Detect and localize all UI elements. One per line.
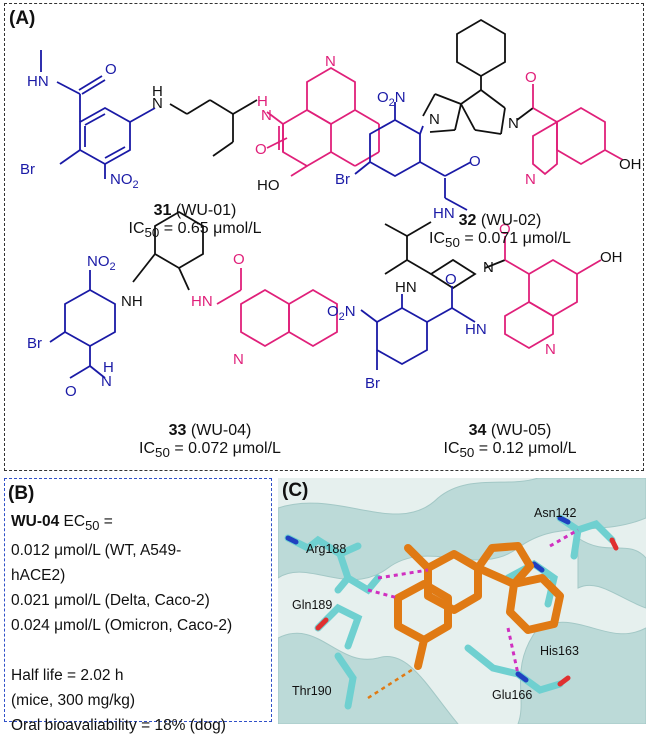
residue-gln189: Gln189: [292, 598, 333, 612]
c32-o2n: O2N: [377, 89, 406, 109]
panel-c-label: (C): [282, 480, 309, 501]
c34-ring-n: N: [545, 341, 556, 358]
protein-ribbon: [278, 478, 646, 724]
c33-hn2: HN: [191, 293, 213, 310]
c32-n1: N: [429, 111, 440, 128]
c31-ring-n: N: [325, 53, 336, 70]
structures-svg: HN O N H Br NO2 H N O N HO: [20, 18, 641, 400]
c32-oh: OH: [619, 156, 641, 173]
b-line-3: 0.024 μmol/L (Omicron, Caco-2): [11, 617, 233, 635]
residue-thr190: Thr190: [292, 684, 332, 698]
c34-hn: HN: [395, 279, 417, 296]
c33-br: Br: [27, 335, 42, 352]
c33-ring-n: N: [233, 351, 244, 368]
ligand-wu04: [394, 542, 564, 670]
c31-o: O: [105, 61, 117, 78]
c31-hn: HN: [27, 73, 49, 90]
docking-view: [278, 478, 646, 724]
compound-32-structure: [354, 18, 624, 211]
b-line-2: 0.021 μmol/L (Delta, Caco-2): [11, 592, 210, 610]
c34-n: N: [483, 259, 494, 276]
c32-ring-n: N: [525, 171, 536, 188]
c32-amide-o: O: [469, 153, 481, 170]
caption-31: 31 (WU-01) IC50 = 0.65 μmol/L: [128, 202, 262, 241]
compound-31-structure: [40, 50, 380, 179]
caption-32: 32 (WU-02) IC50 = 0.071 μmol/L: [429, 212, 571, 251]
panel-b-label: (B): [8, 483, 35, 504]
c31-amide-h: H: [257, 93, 268, 110]
oxygen-atoms: [315, 537, 619, 687]
c31-nh-n: N: [152, 95, 163, 112]
panel-a-label: (A): [9, 8, 36, 29]
panel-b-text: WU-04 EC50 = 0.012 μmol/L (WT, A549- hAC…: [11, 509, 232, 738]
b-line-1: hACE2): [11, 567, 66, 585]
c32-o: O: [525, 69, 537, 86]
residue-his163: His163: [540, 644, 579, 658]
c34-amide-o: O: [445, 271, 457, 288]
c32-n2: N: [508, 115, 519, 132]
c34-oh: OH: [600, 249, 623, 266]
compound-34-structure: [360, 221, 602, 370]
c33-no2: NO2: [87, 253, 116, 273]
caption-33: 33 (WU-04) IC50 = 0.072 μmol/L: [139, 422, 281, 461]
c33-nh1: NH: [121, 293, 143, 310]
b-line-5: Half life = 2.02 h: [11, 667, 124, 685]
c33-amide-o: O: [65, 383, 77, 400]
c34-br: Br: [365, 375, 380, 392]
c31-no2: NO2: [110, 171, 139, 191]
c33-amide-h: H: [103, 359, 114, 376]
caption-34: 34 (WU-05) IC50 = 0.12 μmol/L: [443, 422, 577, 461]
c31-br: Br: [20, 161, 35, 178]
c33-o: O: [233, 251, 245, 268]
c32-br: Br: [335, 171, 350, 188]
c33-amide-n: N: [101, 373, 112, 390]
panel-b: (B) WU-04 EC50 = 0.012 μmol/L (WT, A549-…: [4, 478, 272, 734]
c31-ho: HO: [257, 177, 280, 194]
c31-amide-n: N: [261, 107, 272, 124]
c34-o2n: O2N: [327, 303, 356, 323]
compound-33-structure: [49, 210, 338, 379]
nitrogen-atoms: [285, 515, 571, 683]
compound-31-benzamide: [40, 50, 156, 179]
b-line-4: [11, 638, 232, 663]
compound-31-isoquinoline: [266, 66, 380, 177]
ec50-title: WU-04 EC50 =: [11, 513, 113, 534]
residue-asn142: Asn142: [534, 506, 577, 520]
orange-contact: [367, 664, 419, 700]
panel-c: (C) Asn142 Arg188 Gln189 His163 Thr190 G…: [278, 478, 646, 724]
residue-arg188: Arg188: [306, 542, 347, 556]
hydrogen-bonds: [367, 528, 579, 675]
c34-o: O: [499, 221, 511, 238]
c31-amide-o: O: [255, 141, 267, 158]
residue-glu166: Glu166: [492, 688, 533, 702]
panel-a: (A): [4, 3, 644, 471]
c32-hn: HN: [433, 205, 455, 222]
b-line-6: (mice, 300 mg/kg): [11, 692, 136, 710]
c31-nh-h: H: [152, 83, 163, 100]
c34-amide-hn: HN: [465, 321, 487, 338]
b-line-0: 0.012 μmol/L (WT, A549-: [11, 542, 182, 560]
